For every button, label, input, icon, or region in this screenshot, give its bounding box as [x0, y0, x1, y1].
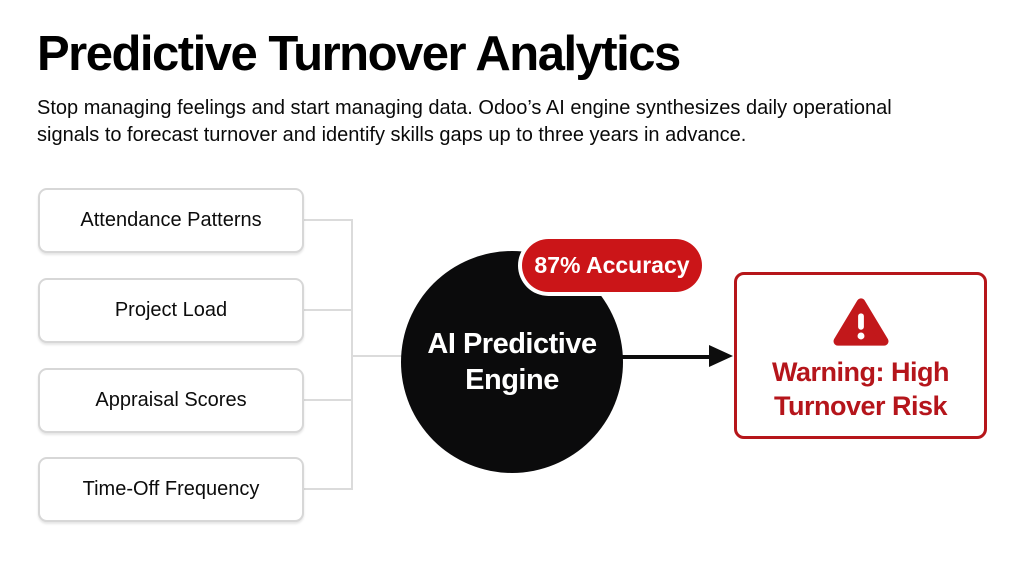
connector-engine-feed	[351, 355, 405, 357]
input-label: Time-Off Frequency	[82, 478, 260, 500]
warning-text-line1: Warning: High	[772, 357, 949, 387]
input-box-attendance-patterns: Attendance Patterns	[38, 188, 304, 253]
accuracy-badge-label: 87% Accuracy	[534, 252, 690, 278]
connector-stub-appraisal	[302, 399, 353, 401]
page-title: Predictive Turnover Analytics	[37, 27, 681, 81]
arrow-head-icon	[709, 345, 733, 367]
warning-text: Warning: High Turnover Risk	[772, 355, 949, 423]
input-box-project-load: Project Load	[38, 278, 304, 343]
connector-vertical-bus	[351, 219, 353, 490]
flow-arrow-line	[622, 355, 712, 359]
warning-triangle-icon	[833, 298, 888, 346]
connector-stub-project	[302, 309, 353, 311]
input-box-appraisal-scores: Appraisal Scores	[38, 368, 304, 433]
accuracy-badge: 87% Accuracy	[522, 239, 702, 292]
engine-label-line2: Engine	[465, 364, 559, 396]
input-box-timeoff-frequency: Time-Off Frequency	[38, 457, 304, 522]
connector-stub-attendance	[302, 219, 353, 221]
connector-stub-timeoff	[302, 488, 353, 490]
warning-text-line2: Turnover Risk	[773, 391, 948, 421]
input-label: Appraisal Scores	[95, 389, 247, 411]
page-subtitle: Stop managing feelings and start managin…	[37, 97, 892, 146]
input-label: Project Load	[114, 299, 228, 321]
input-label: Attendance Patterns	[80, 209, 262, 231]
warning-card: Warning: High Turnover Risk	[734, 272, 987, 439]
engine-label-line1: AI Predictive	[427, 328, 597, 360]
